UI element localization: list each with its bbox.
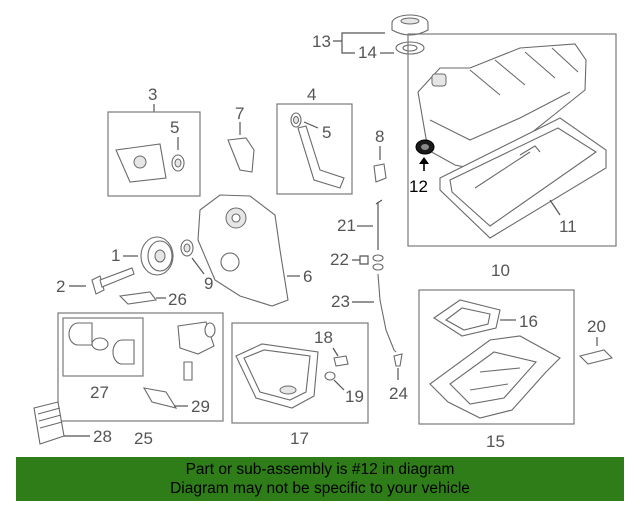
timing-cover-gasket-small bbox=[115, 143, 167, 183]
callout-16: 16 bbox=[519, 312, 538, 331]
drain-plug-gasket-20 bbox=[578, 349, 614, 365]
callout-2: 2 bbox=[56, 277, 65, 296]
o-ring-8 bbox=[373, 163, 387, 183]
callout-15: 15 bbox=[486, 432, 505, 451]
banner-line-2: Diagram may not be specific to your vehi… bbox=[170, 480, 470, 497]
filler-cap-seal bbox=[395, 41, 425, 55]
oil-baffle-16 bbox=[433, 299, 501, 337]
crank-pulley bbox=[140, 236, 174, 276]
timing-cover-gasket bbox=[297, 125, 345, 189]
valve-cover-gasket bbox=[439, 117, 607, 239]
callout-8: 8 bbox=[375, 127, 384, 146]
callout-10: 10 bbox=[491, 261, 510, 280]
oil-filter-element bbox=[68, 322, 135, 365]
callout-27: 27 bbox=[90, 383, 109, 402]
callout-17: 17 bbox=[290, 429, 309, 448]
o-ring-22b bbox=[372, 263, 384, 271]
callout-5a: 5 bbox=[170, 118, 179, 137]
callout-20: 20 bbox=[587, 317, 606, 336]
o-ring-19 bbox=[324, 371, 336, 381]
callout-14: 14 bbox=[358, 43, 377, 62]
oil-filter-housing bbox=[177, 321, 216, 381]
oil-filler-cap bbox=[391, 14, 429, 36]
callout-7: 7 bbox=[235, 104, 244, 123]
callout-24: 24 bbox=[389, 384, 408, 403]
callout-23: 23 bbox=[331, 292, 350, 311]
callout-13: 13 bbox=[312, 32, 331, 51]
box-25 bbox=[57, 312, 224, 422]
crank-seal-small bbox=[171, 154, 185, 172]
box-27 bbox=[62, 317, 144, 377]
timing-cover bbox=[197, 194, 289, 307]
valve-cover-box bbox=[407, 33, 617, 247]
oil-filler-seal-12 bbox=[415, 139, 435, 155]
box-3 bbox=[107, 111, 201, 197]
callout-1: 1 bbox=[111, 246, 120, 265]
notice-banner: Part or sub-assembly is #12 in diagram D… bbox=[16, 457, 624, 501]
box-15 bbox=[418, 289, 575, 425]
oil-cooler bbox=[33, 401, 65, 445]
gasket-26 bbox=[118, 291, 157, 305]
banner-line-1: Part or sub-assembly is #12 in diagram bbox=[185, 461, 455, 478]
callout-18: 18 bbox=[314, 328, 333, 347]
gasket-29 bbox=[142, 387, 178, 409]
callout-5b: 5 bbox=[322, 123, 331, 142]
upper-oil-pan bbox=[235, 343, 319, 409]
dipstick-tube bbox=[377, 273, 397, 353]
valve-cover bbox=[417, 43, 587, 169]
gasket-18 bbox=[333, 355, 349, 367]
seal-5-box4 bbox=[290, 112, 302, 128]
callout-12: 12 bbox=[409, 177, 428, 196]
callout-21: 21 bbox=[337, 216, 356, 235]
callout-26: 26 bbox=[168, 290, 187, 309]
callout-4: 4 bbox=[307, 85, 316, 104]
callout-29: 29 bbox=[191, 397, 210, 416]
crank-seal-9 bbox=[180, 239, 194, 257]
parts-diagram: 13 14 12 11 10 3 5 7 4 bbox=[33, 14, 617, 451]
part-24 bbox=[393, 353, 403, 367]
crank-bolt bbox=[91, 267, 135, 295]
callout-28: 28 bbox=[93, 427, 112, 446]
callout-19: 19 bbox=[345, 387, 364, 406]
callout-3: 3 bbox=[148, 85, 157, 104]
callout-9: 9 bbox=[204, 274, 213, 293]
box-17 bbox=[231, 322, 369, 424]
box-4 bbox=[276, 103, 353, 195]
callout-25: 25 bbox=[134, 429, 153, 448]
callout-22: 22 bbox=[330, 250, 349, 269]
callout-6: 6 bbox=[303, 267, 312, 286]
lower-oil-pan bbox=[429, 335, 561, 419]
o-ring-22a bbox=[372, 254, 384, 262]
timing-chain-guide bbox=[227, 137, 255, 173]
callout-11: 11 bbox=[559, 217, 577, 236]
